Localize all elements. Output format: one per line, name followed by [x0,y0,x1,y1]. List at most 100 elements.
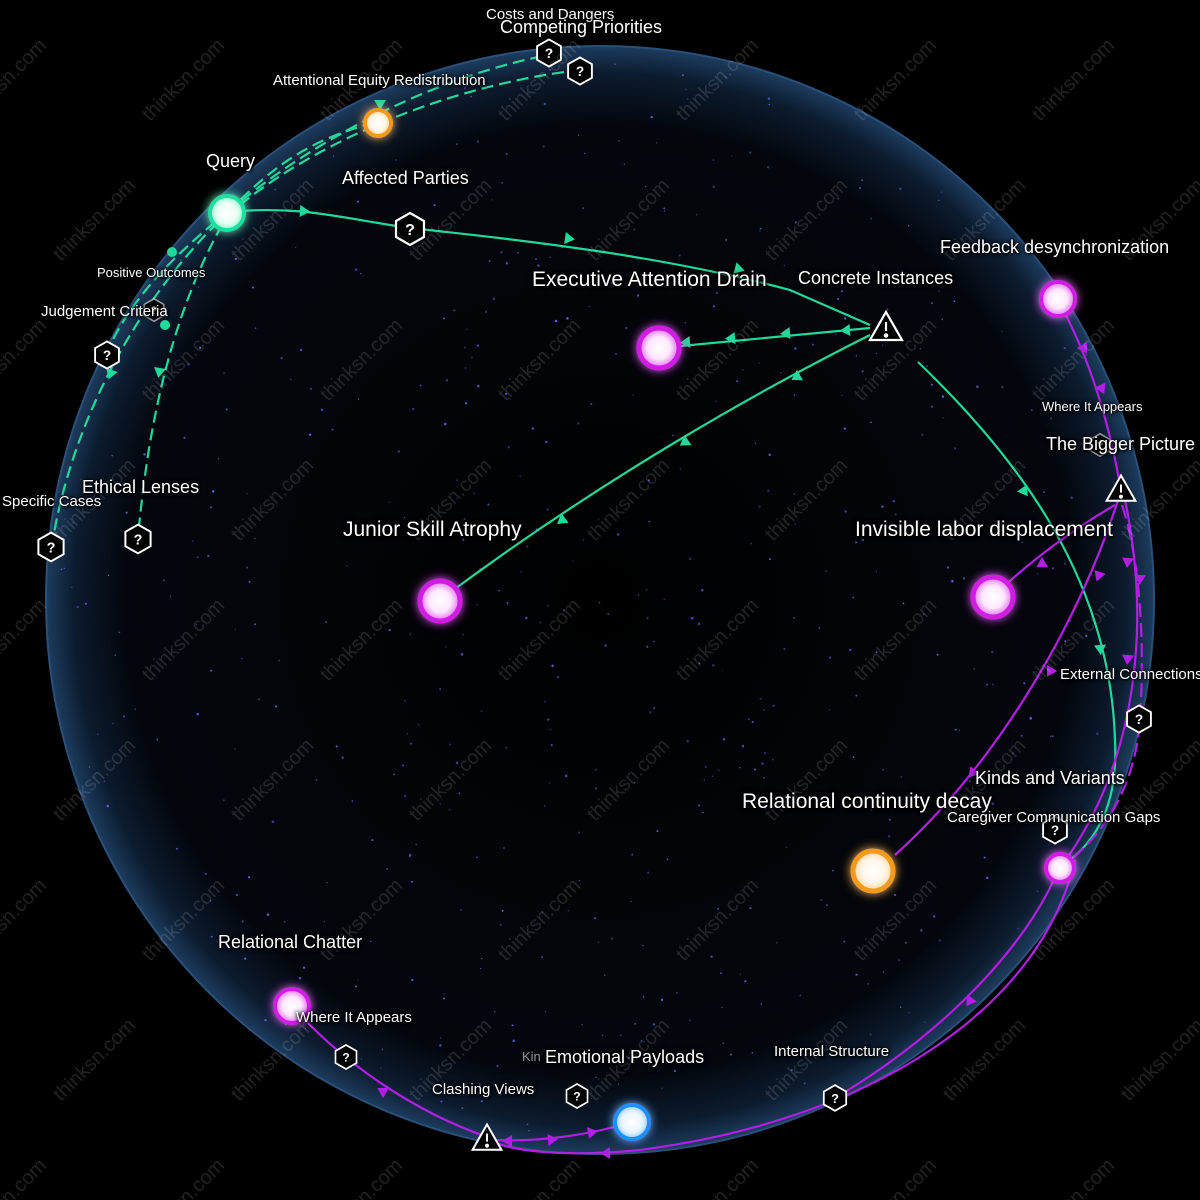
star [958,729,961,731]
star [1012,752,1014,754]
star [751,721,754,724]
star [234,257,238,261]
question-node-kinds[interactable] [1042,815,1068,845]
star [610,282,613,285]
star [274,188,276,191]
node-emotional-payloads[interactable] [613,1103,651,1141]
star [401,764,404,767]
node-feedback-desync[interactable] [1039,280,1077,318]
label-costs-dangers: Costs and Dangers [486,6,615,23]
purple-edges [291,299,1143,1155]
star [919,348,921,350]
star [506,602,509,604]
node-junior-skill-atrophy[interactable] [417,578,463,624]
star [209,899,212,902]
question-node-ethical-lenses[interactable] [124,523,152,555]
star [409,633,412,635]
question-node-clashing[interactable] [565,1083,589,1109]
warning-icon-concrete-instances[interactable] [868,309,904,342]
warning-icon-bigger-picture[interactable] [1104,473,1138,502]
question-node-where-appears-1[interactable] [1089,432,1111,458]
star [234,748,236,750]
node-relational-continuity[interactable] [850,848,896,894]
star [455,761,459,765]
star [668,1059,671,1062]
node-query[interactable] [208,194,246,232]
node-invisible-labor[interactable] [970,574,1016,620]
star [646,645,649,649]
star [388,628,391,632]
node-attentional-equity[interactable] [363,108,393,138]
star [759,697,762,700]
star [763,752,767,755]
star [940,191,943,193]
star [826,904,828,906]
question-node-positive[interactable] [143,297,165,323]
star [1030,771,1033,774]
star [1021,541,1023,544]
label-junior-skill-atrophy: Junior Skill Atrophy [343,518,522,541]
star [741,745,745,748]
arrowhead [600,1147,611,1159]
star [294,246,297,249]
label-kin-partial: Kin [522,1049,541,1064]
star [825,570,828,573]
arrowhead [1094,644,1106,655]
star [1030,409,1033,411]
star [588,305,591,308]
question-mark-icon: ? [576,64,584,79]
star [356,200,360,203]
star [663,207,666,210]
star [234,628,237,631]
star [941,318,944,321]
star [326,881,328,884]
star [192,540,194,542]
star [882,344,884,346]
star [893,893,897,897]
star [463,86,466,90]
star [501,909,504,912]
star [84,602,87,605]
node-caregiver-gaps[interactable] [1044,852,1076,884]
question-node-specific-cases[interactable] [37,531,65,563]
question-node-judgement[interactable] [94,340,120,370]
question-node-external[interactable] [1126,704,1152,734]
warning-icon-clashing-views[interactable] [470,1122,504,1151]
circle-nodes[interactable] [208,108,1077,1141]
star [388,501,390,503]
edge-query-attentional [227,120,379,213]
star [549,68,552,71]
star [766,165,770,169]
question-node-where-appears-2[interactable] [334,1044,358,1070]
question-node-affected-parties[interactable] [394,211,426,247]
star [278,659,281,662]
star [395,159,398,161]
star [582,538,585,541]
star [463,518,466,521]
question-node-competing-priorities[interactable] [567,56,593,86]
star [566,317,569,320]
star [655,142,658,144]
star [702,811,704,814]
star [331,428,334,431]
node-executive-attention-drain[interactable] [636,325,682,371]
star [881,505,884,508]
warning-nodes[interactable] [470,309,1138,1151]
star [861,538,865,542]
star [223,372,226,375]
star [442,317,445,320]
star [663,598,665,601]
star [900,1006,902,1008]
question-node-costs-dangers[interactable] [536,38,562,68]
question-nodes[interactable] [37,38,1152,1112]
star [332,155,335,157]
star [446,379,448,382]
star [1036,573,1039,575]
question-node-internal[interactable] [822,1084,848,1112]
star [936,653,939,656]
star [440,1100,443,1103]
star [794,523,797,525]
node-relational-chatter[interactable] [273,987,311,1025]
